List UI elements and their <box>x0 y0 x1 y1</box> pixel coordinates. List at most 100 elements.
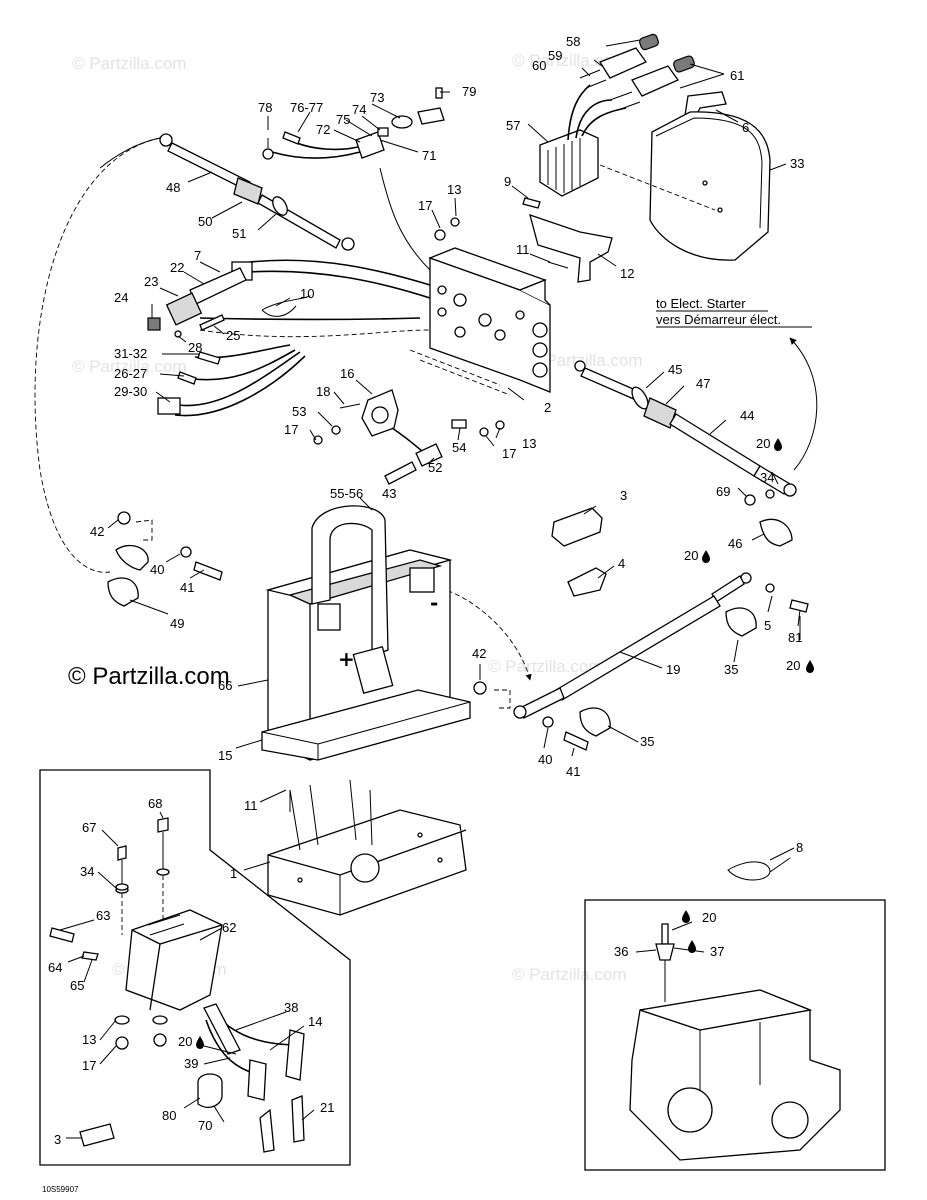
callout-59: 59 <box>548 48 562 63</box>
battery-cable-48 <box>159 133 355 251</box>
plus-terminal-icon: + <box>338 647 355 671</box>
callout-50: 50 <box>198 214 212 229</box>
callout-41: 41 <box>180 580 194 595</box>
callout-11: 11 <box>244 798 258 813</box>
callout-9: 9 <box>504 174 511 189</box>
callout-53: 53 <box>292 404 306 419</box>
callout-68: 68 <box>148 796 162 811</box>
callout-8: 8 <box>796 840 803 855</box>
callout-24: 24 <box>114 290 128 305</box>
watermark: © Partzilla.com <box>488 657 603 676</box>
battery-66: + - <box>265 505 453 761</box>
callout-28: 28 <box>188 340 202 355</box>
oil-drop-icon <box>774 438 782 451</box>
callout-5: 5 <box>764 618 771 633</box>
note-starter-fr: vers Démarreur élect. <box>656 312 781 327</box>
callout-57: 57 <box>506 118 520 133</box>
solenoid-16 <box>313 389 505 485</box>
callout-63: 63 <box>96 908 110 923</box>
pad-15-edge <box>261 701 471 760</box>
callout-62: 62 <box>222 920 236 935</box>
callout-17: 17 <box>418 198 432 213</box>
oil-drop-icon <box>806 660 814 673</box>
screw-9 <box>522 197 541 209</box>
electrical-box-2 <box>379 167 551 396</box>
callout-58: 58 <box>566 34 580 49</box>
connector-54 <box>451 419 467 429</box>
inset-box-left <box>39 769 351 1166</box>
fuse-holder-71 <box>262 87 445 160</box>
callout-45: 45 <box>668 362 682 377</box>
callout-36: 36 <box>614 944 628 959</box>
battery-cable-19 <box>439 572 809 719</box>
connector-24 <box>147 317 161 331</box>
oil-drop-icon <box>196 1036 204 1049</box>
terminal-hardware-right <box>473 681 589 751</box>
callout-71: 71 <box>422 148 436 163</box>
callout-69: 69 <box>716 484 730 499</box>
callout-49: 49 <box>170 616 184 631</box>
callout-13: 13 <box>82 1032 96 1047</box>
callout-3: 3 <box>620 488 627 503</box>
callout-29-30: 29-30 <box>114 384 147 399</box>
callout-74: 74 <box>352 102 366 117</box>
callout-18: 18 <box>316 384 330 399</box>
engine-illustration <box>629 923 841 1161</box>
callout-10: 10 <box>300 286 314 301</box>
watermark: © Partzilla.com <box>528 351 643 370</box>
nut-17 <box>434 229 446 241</box>
diagram-code: 10S59907 <box>42 1185 79 1194</box>
watermark: © Partzilla.com <box>512 51 627 70</box>
callout-20: 20 <box>786 658 800 673</box>
grommet-3-lower <box>79 1123 115 1147</box>
callout-20: 20 <box>756 436 770 451</box>
callout-17: 17 <box>502 446 516 461</box>
callout-55-56: 55-56 <box>330 486 363 501</box>
screw-11 <box>547 261 569 269</box>
callout-35: 35 <box>640 734 654 749</box>
callout-76-77: 76-77 <box>290 100 323 115</box>
boot-46 <box>759 518 793 547</box>
callout-19: 19 <box>666 662 680 677</box>
watermark: © Partzilla.com <box>72 54 187 73</box>
callout-75: 75 <box>336 112 350 127</box>
washer-13 <box>450 217 460 227</box>
callout-67: 67 <box>82 820 96 835</box>
callout-37: 37 <box>710 944 724 959</box>
minus-terminal-icon: - <box>430 591 438 615</box>
note-starter-en: to Elect. Starter <box>656 296 746 311</box>
cable-route-line <box>34 137 161 573</box>
callout-6: 6 <box>742 120 749 135</box>
watermark: © Partzilla.com <box>512 965 627 984</box>
callout-81: 81 <box>788 630 802 645</box>
callout-72: 72 <box>316 122 330 137</box>
watermark: © Partzilla.com <box>72 357 187 376</box>
pad-15 <box>261 689 471 761</box>
starter-note: to Elect. Starter vers Démarreur élect. <box>656 296 812 328</box>
bracket-12 <box>529 213 613 283</box>
clip-4 <box>567 567 607 597</box>
callout-73: 73 <box>370 90 384 105</box>
callout-52: 52 <box>428 460 442 475</box>
callout-20: 20 <box>702 910 716 925</box>
tie-wrap-10 <box>261 295 311 317</box>
boot-49 <box>107 577 139 607</box>
cable-route-line <box>99 137 161 169</box>
callout-31-32: 31-32 <box>114 346 147 361</box>
callout-64: 64 <box>48 960 62 975</box>
callout-70: 70 <box>198 1118 212 1133</box>
connectors-58-61 <box>579 33 695 111</box>
watermark-main: © Partzilla.com <box>68 663 230 690</box>
callout-66: 66 <box>218 678 232 693</box>
callout-46: 46 <box>728 536 742 551</box>
callout-38: 38 <box>284 1000 298 1015</box>
callout-3: 3 <box>54 1132 61 1147</box>
callout-13: 13 <box>522 436 536 451</box>
callout-42: 42 <box>472 646 486 661</box>
inset-box-right <box>584 899 886 1171</box>
callout-21: 21 <box>320 1100 334 1115</box>
callout-65: 65 <box>70 978 84 993</box>
starter-cable-44 <box>574 337 818 506</box>
callout-2: 2 <box>544 400 551 415</box>
